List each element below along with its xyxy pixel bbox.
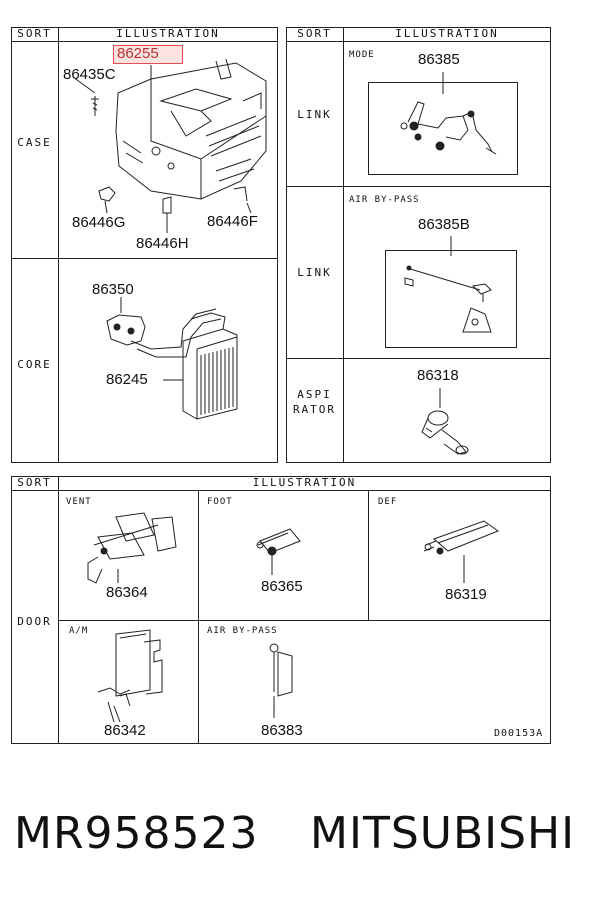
sort-header: SORT xyxy=(17,27,52,40)
part-number-86318[interactable]: 86318 xyxy=(417,367,459,384)
drawing-code: D00153A xyxy=(494,728,544,739)
sub-label-foot: FOOT xyxy=(207,497,233,507)
grid-line xyxy=(368,490,369,620)
part-highlight xyxy=(113,45,183,64)
sort-label-core: CORE xyxy=(17,358,52,371)
illustration-header: ILLUSTRATION xyxy=(395,27,499,40)
illustration-header: ILLUSTRATION xyxy=(116,27,220,40)
grid-line xyxy=(58,476,59,744)
part-number-86350[interactable]: 86350 xyxy=(92,281,134,298)
heater-case-drawing xyxy=(72,58,267,233)
grid-line xyxy=(11,490,551,491)
part-number-86446h[interactable]: 86446H xyxy=(136,235,189,252)
part-number-86245[interactable]: 86245 xyxy=(106,371,148,388)
grid-line xyxy=(343,27,344,463)
heater-core-drawing xyxy=(106,297,238,420)
aspirator-drawing xyxy=(421,388,469,455)
brand-title: MITSUBISHI xyxy=(310,808,576,859)
part-number-86319[interactable]: 86319 xyxy=(445,586,487,603)
am-door-drawing xyxy=(97,629,163,723)
grid-line xyxy=(198,490,199,744)
grid-line xyxy=(286,358,551,359)
part-number-86446f[interactable]: 86446F xyxy=(207,213,258,230)
sort-header: SORT xyxy=(17,476,52,489)
part-number-86385[interactable]: 86385 xyxy=(418,51,460,68)
grid-line xyxy=(286,186,551,187)
table-case-core xyxy=(11,27,278,463)
part-number-86255[interactable]: 86255 xyxy=(117,45,159,62)
grid-line xyxy=(58,620,551,621)
part-number-86385b[interactable]: 86385B xyxy=(418,216,470,233)
bypass-door-drawing xyxy=(269,643,293,718)
vent-door-drawing xyxy=(87,512,177,584)
def-door-drawing xyxy=(423,520,500,583)
sort-label-case: CASE xyxy=(17,136,52,149)
sort-label-link-bypass: LINK xyxy=(297,266,332,279)
sub-label-def: DEF xyxy=(378,497,398,507)
sub-label-mode: MODE xyxy=(349,50,375,60)
illustration-header: ILLUSTRATION xyxy=(252,476,357,489)
sort-label-door: DOOR xyxy=(17,615,52,628)
sub-label-vent: VENT xyxy=(66,497,92,507)
part-number-86446g[interactable]: 86446G xyxy=(72,214,126,231)
grid-line xyxy=(11,258,278,259)
sort-label-link-mode: LINK xyxy=(297,108,332,121)
sort-label-aspirator: ASPI RATOR xyxy=(292,388,337,416)
grid-line xyxy=(286,41,551,42)
part-number-86365[interactable]: 86365 xyxy=(261,578,303,595)
table-link-aspirator xyxy=(286,27,551,463)
sub-label-air-bypass-door: AIR BY-PASS xyxy=(207,626,278,636)
part-number-86364[interactable]: 86364 xyxy=(106,584,148,601)
sub-label-am: A/M xyxy=(69,626,89,636)
bypass-link-drawing xyxy=(404,236,492,333)
table-door xyxy=(11,476,551,744)
part-number-86383[interactable]: 86383 xyxy=(261,722,303,739)
sub-label-air-bypass: AIR BY-PASS xyxy=(349,195,420,205)
mode-link-drawing xyxy=(400,72,497,155)
part-number-86342[interactable]: 86342 xyxy=(104,722,146,739)
grid-line xyxy=(11,41,278,42)
part-number-title: MR958523 xyxy=(14,808,259,859)
foot-door-drawing xyxy=(256,528,301,575)
grid-line xyxy=(58,27,59,463)
sort-header: SORT xyxy=(297,27,332,40)
